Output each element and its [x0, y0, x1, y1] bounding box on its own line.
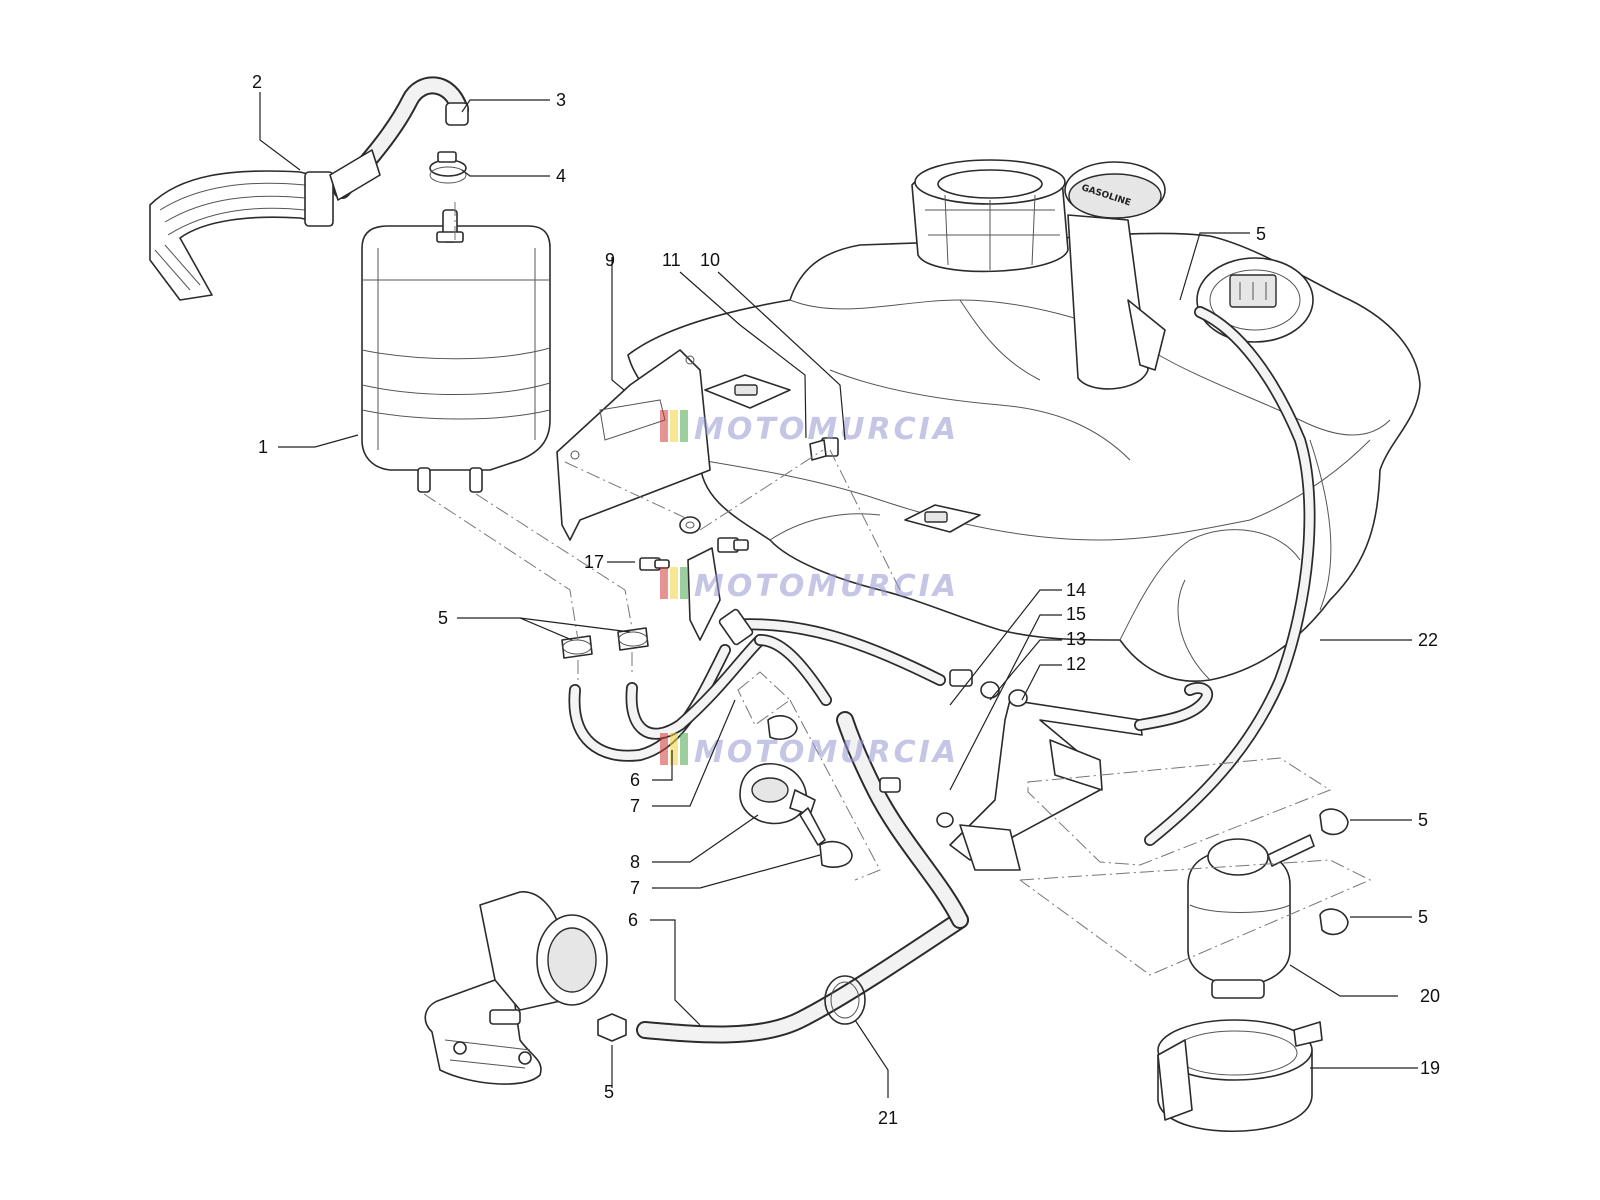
- callout-4: 4: [556, 166, 566, 186]
- callout-5-bottom: 5: [604, 1082, 614, 1102]
- canister-bracket: [556, 349, 711, 541]
- callout-20: 20: [1420, 986, 1440, 1006]
- callout-17: 17: [584, 552, 604, 572]
- hose-clamp-left-pair: [561, 627, 649, 659]
- fuel-filter: [1187, 834, 1315, 999]
- fuel-tank: [627, 232, 1421, 682]
- bolt-17: [639, 557, 670, 571]
- throttle-body: [424, 891, 608, 1085]
- watermark-text-1: MOTOMURCIA: [694, 412, 959, 447]
- callout-21: 21: [878, 1108, 898, 1128]
- vent-hose-21: [636, 711, 969, 1044]
- hose-clamp-7: [767, 715, 853, 868]
- washer-11: [679, 516, 701, 534]
- bolt-10: [809, 437, 839, 461]
- callout-19: 19: [1420, 1058, 1440, 1078]
- fuel-filler-neck: [911, 159, 1069, 273]
- hose-clamp-bottom: [597, 1013, 627, 1042]
- callout-3: 3: [556, 90, 566, 110]
- watermark-3: MOTOMURCIA: [660, 733, 959, 770]
- bent-hose: [329, 76, 469, 201]
- check-valve: [739, 763, 826, 846]
- watermark-text-2: MOTOMURCIA: [694, 569, 959, 604]
- callout-labels: 1 2 3 4 5 5 5 5 5 6 6 7 7 8 9 10 11 12 1…: [252, 72, 1440, 1128]
- callout-22: 22: [1418, 630, 1438, 650]
- callout-7-lower: 7: [630, 878, 640, 898]
- callout-5-left: 5: [438, 608, 448, 628]
- assembly-lines: [423, 200, 1372, 976]
- callout-11: 11: [662, 250, 681, 270]
- fuel-pump-connector: [1196, 257, 1314, 343]
- callout-9: 9: [605, 250, 615, 270]
- callout-5-right-top: 5: [1418, 810, 1428, 830]
- callout-12: 12: [1066, 654, 1086, 674]
- leader-lines: [259, 92, 1418, 1098]
- fuel-return-hose: [1144, 306, 1316, 846]
- vent-hose-12: [1134, 682, 1213, 731]
- support-bracket: [879, 669, 1143, 871]
- hose-clamp-top: [429, 151, 467, 184]
- bolt-mid: [717, 537, 749, 553]
- callout-6-upper: 6: [630, 770, 640, 790]
- charcoal-canister: [361, 209, 551, 493]
- callout-5-right-bottom: 5: [1418, 907, 1428, 927]
- callout-13: 13: [1066, 629, 1086, 649]
- callout-8: 8: [630, 852, 640, 872]
- callout-1: 1: [258, 437, 268, 457]
- watermark-1: MOTOMURCIA: [660, 410, 959, 447]
- callout-5-top: 5: [1256, 224, 1266, 244]
- hose-clamp-right-bottom: [1319, 908, 1349, 936]
- callout-15: 15: [1066, 604, 1086, 624]
- vent-hoses-left: [568, 608, 946, 762]
- canister-strap: [149, 170, 334, 301]
- callout-2: 2: [252, 72, 262, 92]
- small-bracket: [687, 547, 721, 641]
- callout-6-lower: 6: [628, 910, 638, 930]
- filter-bracket: [1157, 1019, 1323, 1133]
- watermark-text-3: MOTOMURCIA: [694, 735, 959, 770]
- callout-10: 10: [700, 250, 720, 270]
- watermark-2: MOTOMURCIA: [660, 567, 959, 604]
- fuel-cap: GASOLINE: [1064, 161, 1166, 390]
- hose-clamp-right-top: [1319, 808, 1349, 836]
- callout-14: 14: [1066, 580, 1086, 600]
- callout-7-upper: 7: [630, 796, 640, 816]
